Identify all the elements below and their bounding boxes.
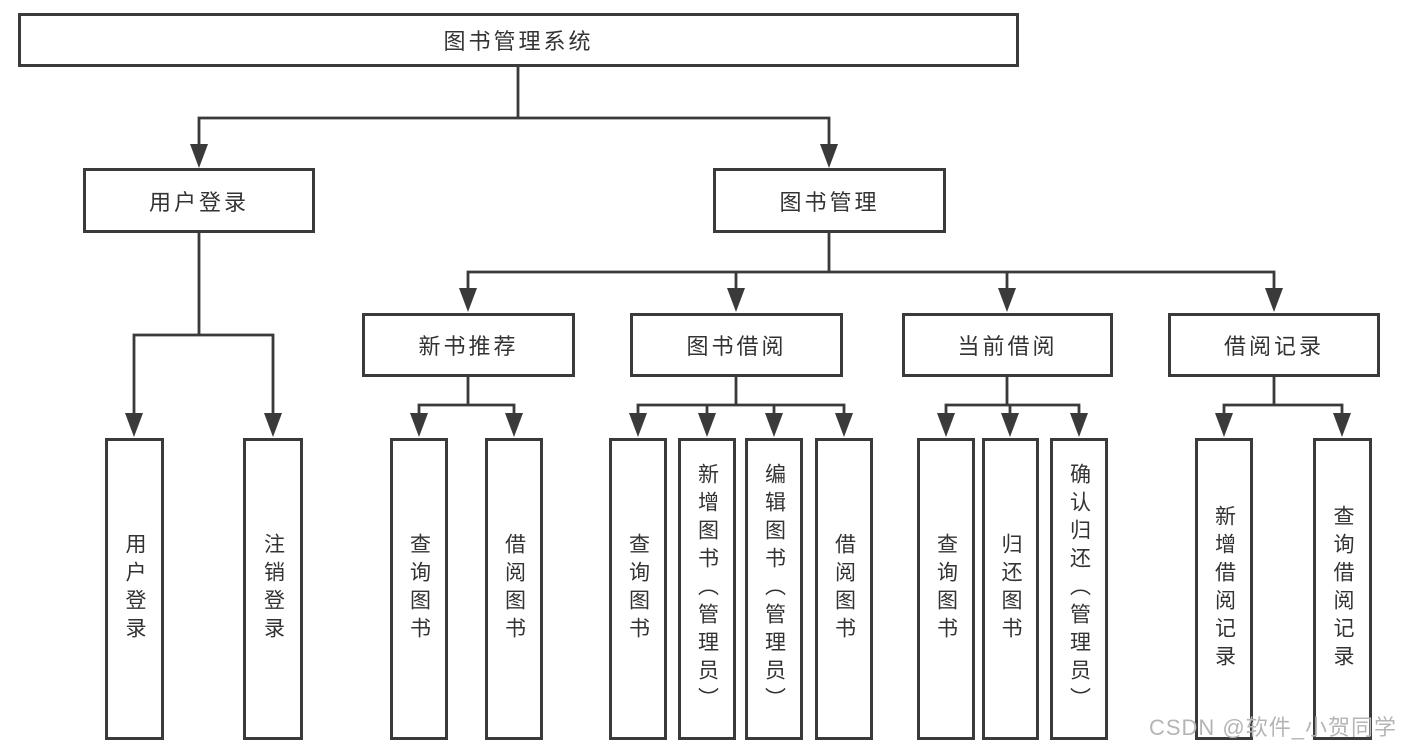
connector-root-to-level2 <box>190 65 838 168</box>
node-borrowing-records-label: 借阅记录 <box>1223 334 1324 359</box>
leaf-nbr-query-books-label: 查询图书 <box>407 533 431 645</box>
node-book-management-label: 图书管理 <box>779 189 880 215</box>
leaf-bb-borrow-books: 借阅图书 <box>815 438 873 740</box>
node-new-book-recommend: 新书推荐 <box>362 313 575 377</box>
leaf-cb-confirm-return: 确认归还（管理员） <box>1050 438 1108 740</box>
connector-borrowing-records-to-leaves <box>1215 375 1351 437</box>
leaf-bb-query-books-label: 查询图书 <box>626 533 650 645</box>
csdn-watermark: CSDN @软件_小贺同学 <box>1148 715 1397 740</box>
leaf-bb-edit-books-label: 编辑图书（管理员） <box>762 463 786 715</box>
leaf-nbr-borrow-books: 借阅图书 <box>485 438 543 740</box>
connector-user-login-to-leaves <box>125 231 282 437</box>
node-new-book-recommend-label: 新书推荐 <box>418 334 519 359</box>
leaf-cb-return-books: 归还图书 <box>982 438 1039 740</box>
node-current-borrowing: 当前借阅 <box>902 313 1113 377</box>
node-book-management: 图书管理 <box>713 168 946 233</box>
leaf-logout-label: 注销登录 <box>261 533 285 645</box>
node-root-label: 图书管理系统 <box>443 29 594 54</box>
leaf-user-login: 用户登录 <box>105 438 164 740</box>
leaf-bb-add-books: 新增图书（管理员） <box>678 438 736 740</box>
node-user-login: 用户登录 <box>83 168 315 233</box>
leaf-cb-query-books-label: 查询图书 <box>934 533 958 645</box>
node-book-borrowing-label: 图书借阅 <box>686 334 787 359</box>
leaf-cb-confirm-return-label: 确认归还（管理员） <box>1067 463 1091 715</box>
leaf-logout: 注销登录 <box>243 438 303 740</box>
node-user-login-label: 用户登录 <box>148 189 249 215</box>
leaf-bb-query-books: 查询图书 <box>609 438 667 740</box>
leaf-br-add-record-label: 新增借阅记录 <box>1212 505 1236 673</box>
leaf-cb-return-books-label: 归还图书 <box>999 533 1022 645</box>
connector-book-borrowing-to-leaves <box>629 375 853 437</box>
node-book-borrowing: 图书借阅 <box>630 313 843 377</box>
leaf-br-add-record: 新增借阅记录 <box>1195 438 1253 740</box>
connector-new-book-recommend-to-leaves <box>410 375 523 437</box>
connector-book-management-to-level3 <box>459 231 1283 312</box>
node-current-borrowing-label: 当前借阅 <box>957 334 1058 359</box>
leaf-nbr-borrow-books-label: 借阅图书 <box>502 533 526 645</box>
leaf-bb-edit-books: 编辑图书（管理员） <box>745 438 803 740</box>
connector-current-borrowing-to-leaves <box>937 375 1088 437</box>
leaf-br-query-record-label: 查询借阅记录 <box>1331 505 1354 673</box>
leaf-nbr-query-books: 查询图书 <box>390 438 448 740</box>
node-root: 图书管理系统 <box>18 13 1019 67</box>
node-borrowing-records: 借阅记录 <box>1168 313 1380 377</box>
leaf-bb-add-books-label: 新增图书（管理员） <box>695 463 719 715</box>
leaf-cb-query-books: 查询图书 <box>917 438 975 740</box>
leaf-user-login-label: 用户登录 <box>123 533 146 645</box>
leaf-br-query-record: 查询借阅记录 <box>1313 438 1372 740</box>
leaf-bb-borrow-books-label: 借阅图书 <box>832 533 856 645</box>
